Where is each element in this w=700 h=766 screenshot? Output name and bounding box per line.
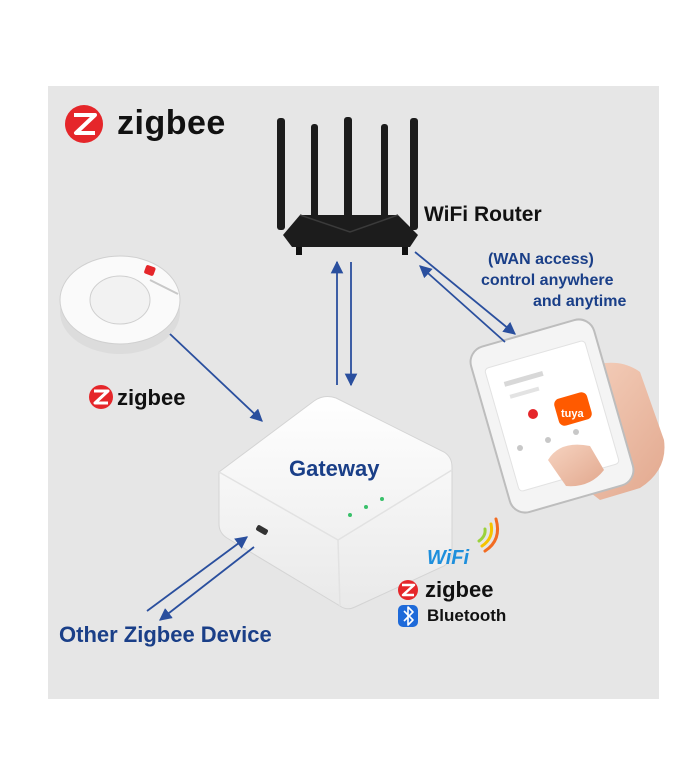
connection-arrows <box>146 251 516 621</box>
zigbee-brand-top: zigbee <box>117 104 226 142</box>
zigbee-brand-bottom: zigbee <box>425 577 494 602</box>
wan-access-line-2: control anywhere <box>481 272 614 289</box>
bluetooth-label: Bluetooth <box>427 606 507 625</box>
wan-access-line-3: and anytime <box>533 293 627 310</box>
zigbee-brand-mid: zigbee <box>117 385 186 410</box>
tuya-app-logo: tuya <box>561 408 584 420</box>
gateway-image <box>218 396 453 610</box>
wifi-signal-icon <box>477 517 500 553</box>
zigbee-logo-icon <box>398 580 418 600</box>
wifi-label: WiFi <box>427 547 470 569</box>
wan-access-line-1: (WAN access) <box>488 251 594 268</box>
router-label: WiFi Router <box>424 203 542 226</box>
other-zigbee-device-label: Other Zigbee Device <box>59 622 272 647</box>
bluetooth-icon <box>398 605 418 627</box>
zigbee-logo-icon <box>89 385 113 409</box>
hand-thumb <box>548 444 604 487</box>
gateway-label: Gateway <box>289 456 380 481</box>
smartphone-image <box>469 318 635 514</box>
smoke-detector-image <box>59 255 181 354</box>
router-image <box>277 117 418 255</box>
zigbee-logo-icon <box>65 105 103 143</box>
